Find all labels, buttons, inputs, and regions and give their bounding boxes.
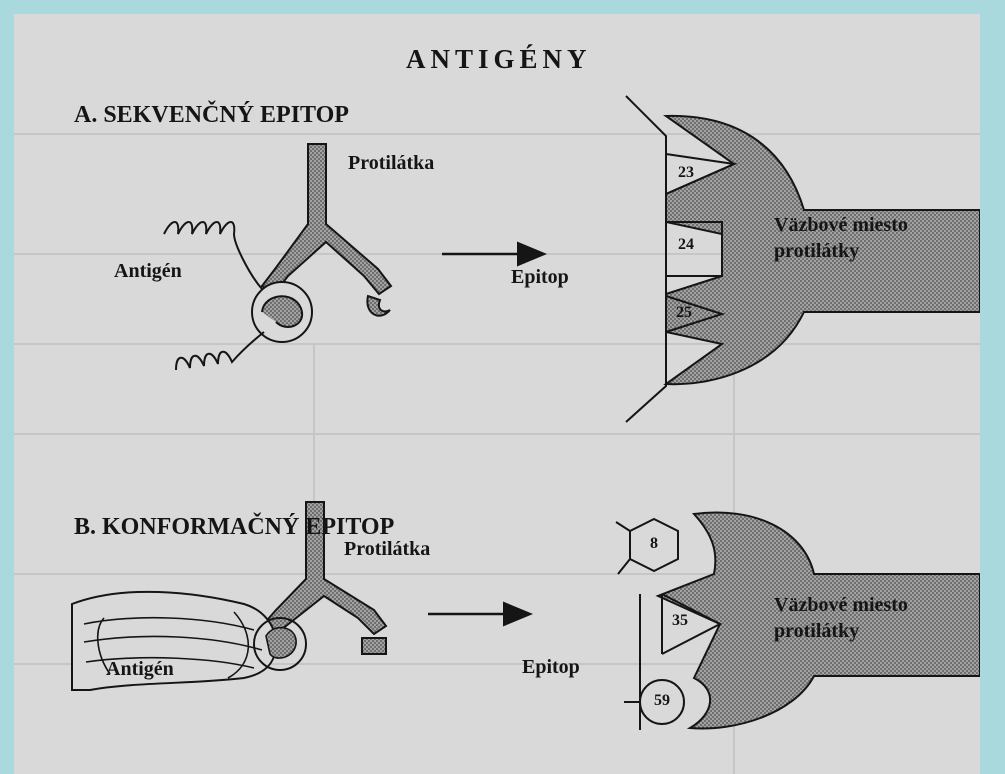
- section-a-epitope-label: Epitop: [511, 266, 569, 289]
- section-a-binding-site-label-1: Väzbové miesto: [774, 214, 908, 237]
- section-a-binding-site-label-2: protilátky: [774, 240, 859, 263]
- section-b-binding-site-label-2: protilátky: [774, 620, 859, 643]
- figure-frame: ANTIGÉNY A. SEKVENČNÝ EPITOP Protilátka …: [14, 14, 980, 774]
- section-b-heading: B. KONFORMAČNÝ EPITOP: [74, 514, 394, 541]
- section-b-residue-59: 59: [642, 692, 682, 710]
- section-a-residue-23: 23: [666, 164, 706, 182]
- section-a-residue-24: 24: [666, 236, 706, 254]
- section-a-antigen: [164, 222, 312, 370]
- section-a-heading: A. SEKVENČNÝ EPITOP: [74, 102, 349, 129]
- section-a-antigen-label: Antigén: [114, 260, 182, 283]
- section-a-antibody-label: Protilátka: [348, 152, 434, 175]
- section-a-residue-25: 25: [664, 304, 704, 322]
- section-b-binding-site-label-1: Väzbové miesto: [774, 594, 908, 617]
- page-title: ANTIGÉNY: [406, 44, 592, 75]
- section-b-antigen-label: Antigén: [106, 658, 174, 681]
- section-b-residue-35: 35: [660, 612, 700, 630]
- section-b-residue-8: 8: [634, 535, 674, 553]
- section-b-epitope-label: Epitop: [522, 656, 580, 679]
- section-b-antibody-label: Protilátka: [344, 538, 430, 561]
